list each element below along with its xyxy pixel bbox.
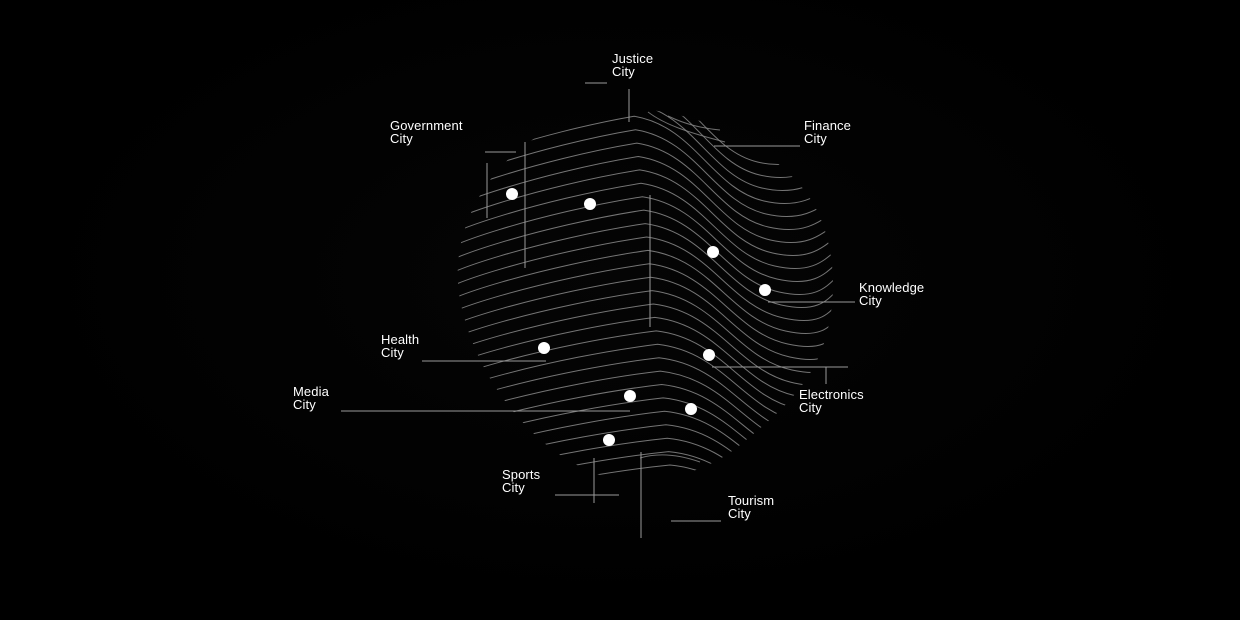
- node-electronics: [703, 349, 715, 361]
- label-electronics-line2: City: [799, 400, 822, 415]
- label-knowledge-line2: City: [859, 293, 882, 308]
- label-media-line1: Media: [293, 384, 329, 399]
- label-tourism-line2: City: [728, 506, 751, 521]
- label-justice-city: Justice City: [612, 52, 653, 78]
- label-sports-line2: City: [502, 480, 525, 495]
- label-health-city: Health City: [381, 333, 419, 359]
- node-justice: [584, 198, 596, 210]
- label-knowledge-line1: Knowledge: [859, 280, 925, 295]
- contour-arc: [639, 454, 701, 463]
- node-health: [538, 342, 550, 354]
- contour-arc: [667, 115, 721, 131]
- leader-lines: [341, 82, 855, 538]
- label-finance-line1: Finance: [804, 118, 851, 133]
- node-knowledge: [759, 284, 771, 296]
- contour-line: [457, 142, 833, 230]
- node-tourism: [685, 403, 697, 415]
- label-sports-city: Sports City: [502, 468, 540, 494]
- contour-line: [457, 209, 833, 295]
- node-finance: [707, 246, 719, 258]
- label-health-line2: City: [381, 345, 404, 360]
- contour-line: [457, 129, 833, 217]
- label-health-line1: Health: [381, 332, 420, 347]
- contour-line: [457, 303, 833, 386]
- label-government-line1: Government: [390, 118, 463, 133]
- node-sports: [603, 434, 615, 446]
- contour-line: [457, 182, 833, 269]
- label-electronics-line1: Electronics: [799, 387, 864, 402]
- node-government: [506, 188, 518, 200]
- contour-line: [457, 343, 833, 425]
- contour-line: [457, 383, 833, 464]
- contour-line: [457, 357, 833, 438]
- contour-line: [457, 397, 833, 477]
- label-media-line2: City: [293, 397, 316, 412]
- label-media-city: Media City: [293, 385, 329, 411]
- contour-line: [457, 155, 833, 243]
- contour-line: [457, 169, 833, 256]
- label-sports-line1: Sports: [502, 467, 541, 482]
- contour-arc: [647, 111, 726, 143]
- label-finance-city: Finance City: [804, 119, 851, 145]
- node-media: [624, 390, 636, 402]
- contour-line: [457, 223, 833, 308]
- label-tourism-line1: Tourism: [728, 493, 775, 508]
- label-knowledge-city: Knowledge City: [859, 281, 924, 307]
- label-government-line2: City: [390, 131, 413, 146]
- top-arcs: [639, 111, 726, 463]
- label-justice-line1: Justice: [612, 51, 654, 66]
- label-finance-line2: City: [804, 131, 827, 146]
- contour-line: [457, 196, 833, 282]
- label-electronics-city: Electronics City: [799, 388, 864, 414]
- contour-line: [457, 236, 833, 321]
- label-justice-line2: City: [612, 64, 635, 79]
- contour-line: [457, 316, 833, 399]
- contour-line: [457, 108, 833, 191]
- contour-line: [457, 249, 833, 334]
- city-nodes: [506, 188, 771, 446]
- label-government-city: Government City: [390, 119, 463, 145]
- label-tourism-city: Tourism City: [728, 494, 774, 520]
- contour-line: [457, 115, 833, 204]
